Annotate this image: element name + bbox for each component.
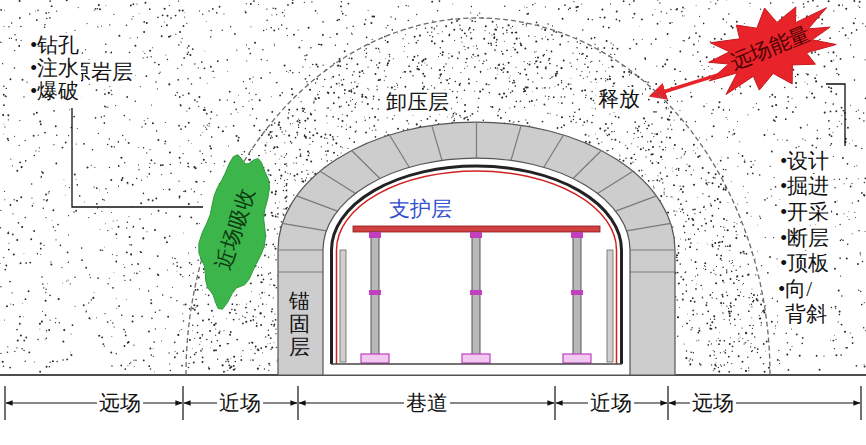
tunnel-opening (323, 158, 630, 375)
unloading-layer: 卸压层近场吸收锚固层 支护层 (186, 18, 770, 375)
layer-label: 锚固层 (289, 290, 310, 359)
block-joint (544, 135, 564, 167)
dimension-ticks (5, 386, 861, 420)
base-plate (462, 354, 490, 363)
absorption-blob: 近场吸收 (198, 150, 272, 308)
floor-beam (331, 363, 622, 365)
dimension-label: 远场 (97, 391, 143, 415)
bullet-item: •顶板 (778, 251, 831, 275)
dimension-label: 近场 (217, 391, 263, 415)
base-plate (563, 354, 591, 363)
side-shield (340, 250, 346, 362)
dome-outline (186, 18, 770, 375)
anchor-layer: 锚固层 支护层 (278, 122, 675, 375)
block-joint (297, 196, 338, 211)
canopy-beam (353, 226, 600, 232)
layer-label: 支护层 (387, 197, 454, 221)
prop-joint (470, 290, 482, 295)
green-blob (199, 155, 270, 309)
anchor-band (278, 122, 675, 375)
side-shield (607, 250, 613, 362)
block-joint (432, 125, 442, 160)
prop-joint (369, 290, 381, 295)
bracket-line (826, 84, 845, 146)
support-layer-shape (323, 158, 630, 373)
bullet-item: •断层 (778, 226, 831, 250)
steel-arch (332, 166, 622, 364)
block-joint (511, 125, 521, 160)
energy-star: 远场能量 (690, 4, 850, 92)
block-joint (320, 171, 355, 193)
prop-joint (470, 232, 482, 238)
bullet-item: •开采 (778, 200, 831, 224)
prop-joint (571, 290, 583, 295)
support-layer: 支护层 (323, 158, 630, 373)
block-joint (390, 135, 410, 167)
bracket-line (72, 108, 203, 207)
prop-joint (369, 232, 381, 238)
block-joint (630, 271, 675, 272)
bullet-item: •掘进 (778, 174, 831, 198)
block-joint (278, 271, 323, 272)
block-joint (630, 249, 675, 250)
dimension-label: 远场 (690, 391, 736, 415)
block-joint (476, 122, 477, 158)
edge-label: 释放 (596, 87, 642, 111)
block-joint (573, 151, 601, 179)
base-plate (361, 354, 389, 363)
bullet-item: •向/背斜 (778, 277, 830, 327)
layer-label: 卸压层 (384, 90, 451, 114)
dimension-label: 巷道 (404, 391, 450, 415)
rock-texture (0, 0, 866, 374)
bullet-item: •注水 (28, 56, 81, 80)
block-joint (616, 196, 657, 211)
bullet-item: •设计 (778, 149, 831, 173)
rock-layer: 原岩层卸压层近场吸收锚固层支护层远场能量 (0, 0, 866, 375)
block-joint (352, 151, 380, 179)
block-joint (627, 223, 671, 231)
steel-arch-inner (337, 171, 617, 364)
star-burst (709, 7, 837, 95)
block-joint (278, 249, 323, 250)
prop-joint (571, 232, 583, 238)
block-joint (598, 171, 633, 193)
bullet-item: •钻孔 (28, 33, 81, 57)
bullet-item: •爆破 (28, 79, 81, 103)
dimension-label: 近场 (588, 391, 634, 415)
block-joint (282, 223, 326, 231)
